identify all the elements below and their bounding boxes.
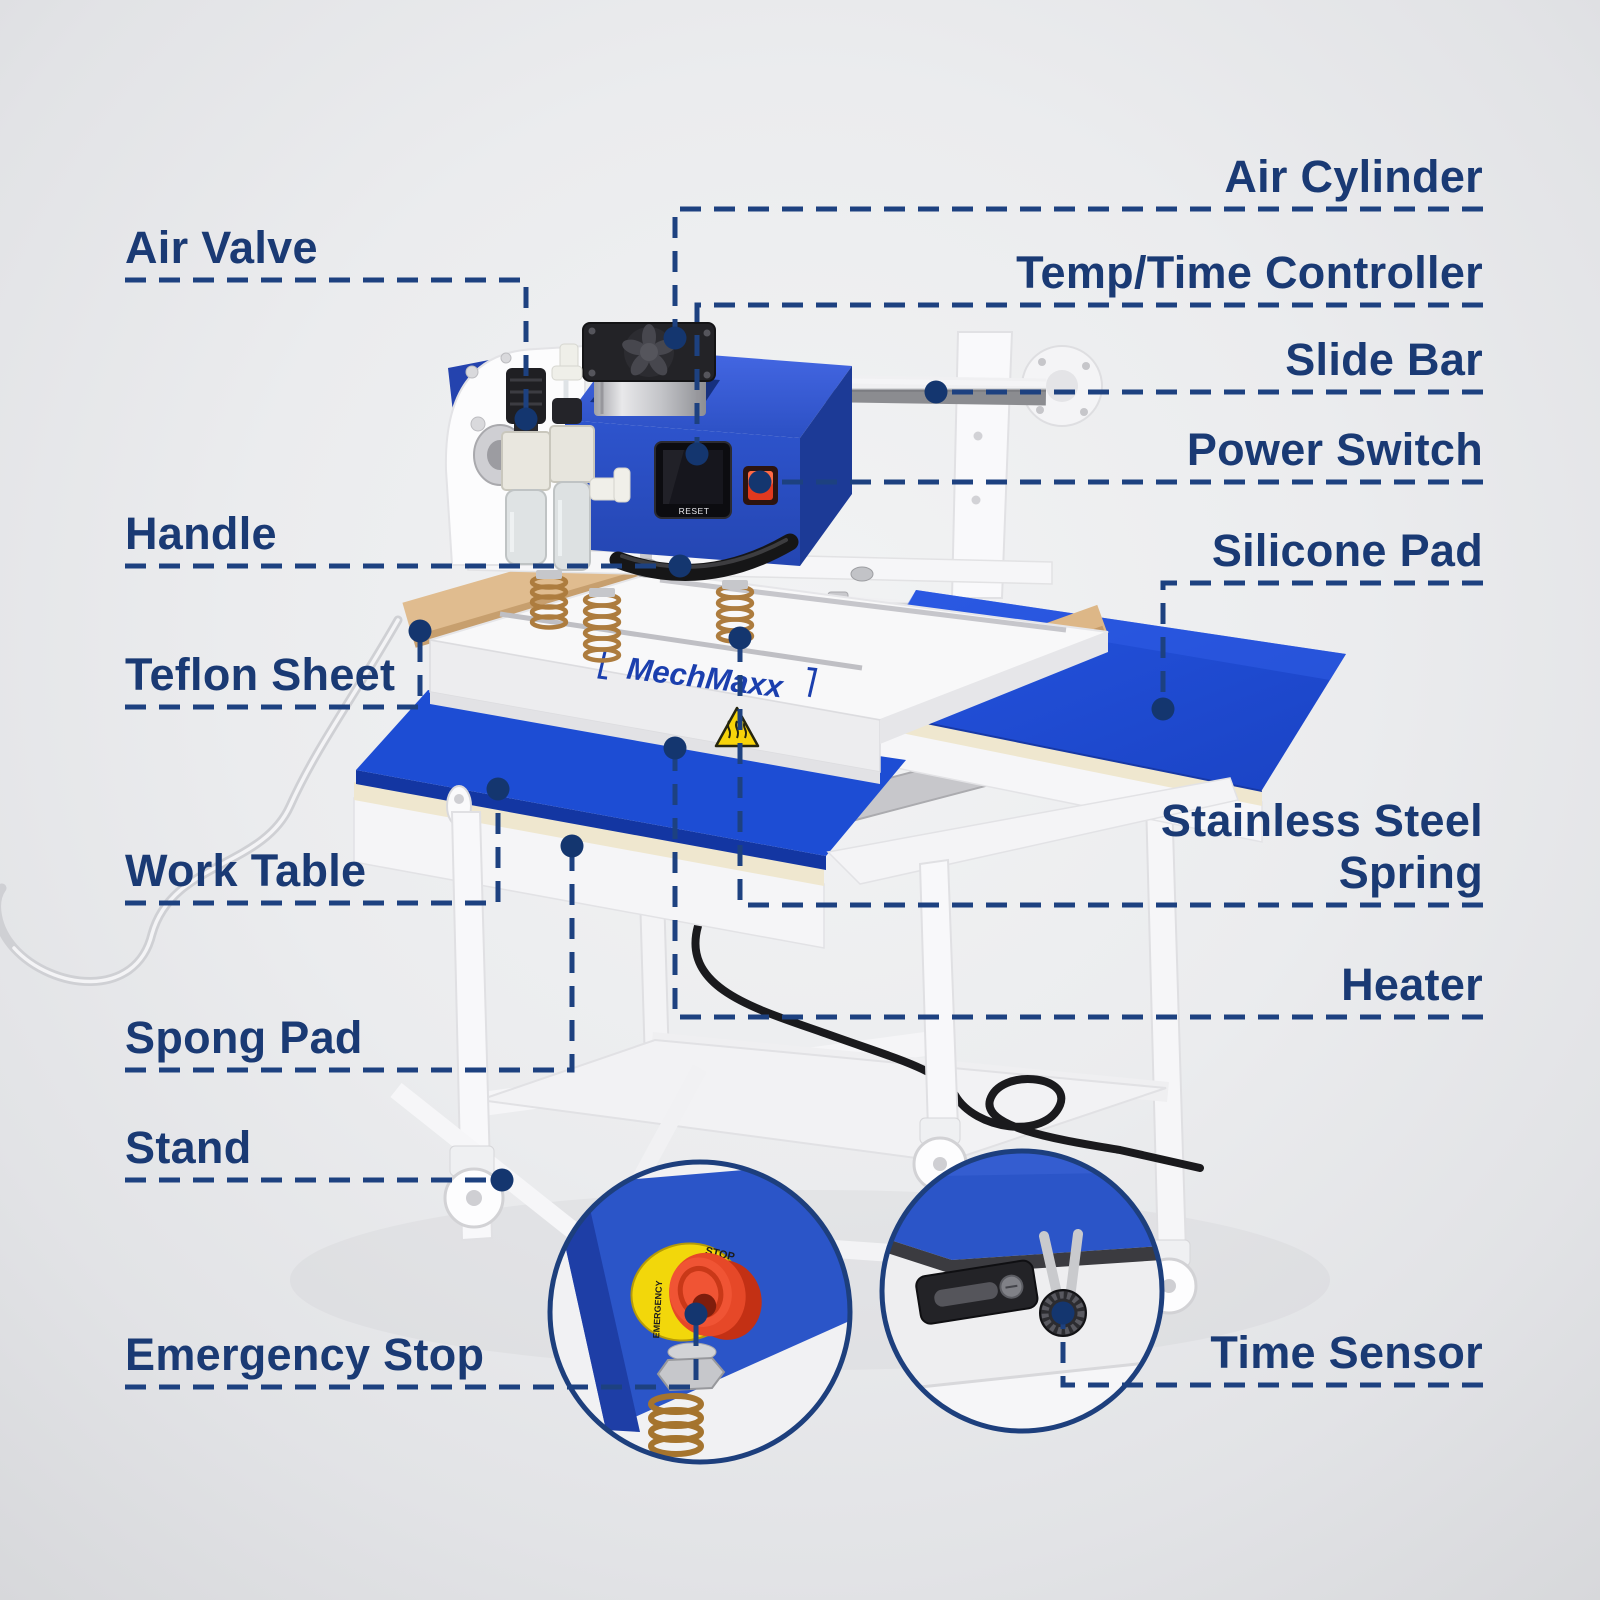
label-time-sensor: Time Sensor xyxy=(1210,1327,1483,1378)
leader-lines xyxy=(125,206,1483,1390)
hot-surface-warning-icon xyxy=(714,706,760,748)
leader-temp-time-controller xyxy=(694,302,1483,449)
head-side xyxy=(800,366,852,566)
label-teflon-sheet: Teflon Sheet xyxy=(125,649,396,700)
leader-work-table xyxy=(125,794,501,906)
air-valve-assembly xyxy=(473,368,631,571)
machine-head: RESET xyxy=(444,322,852,581)
leader-stainless-steel-spring xyxy=(737,645,1483,908)
leader-teflon-sheet xyxy=(125,636,423,710)
leader-dots xyxy=(408,326,1175,1326)
power-cord xyxy=(0,615,403,986)
stainless-steel-spring-coils xyxy=(529,574,755,663)
label-stand: Stand xyxy=(125,1122,252,1173)
leader-air-valve xyxy=(125,277,529,414)
label-air-valve: Air Valve xyxy=(125,222,318,273)
label-heater: Heater xyxy=(1341,959,1483,1010)
label-air-cylinder: Air Cylinder xyxy=(1224,151,1483,202)
caster-front-left xyxy=(443,1145,505,1229)
cooling-fan xyxy=(582,322,716,382)
svg-text:EMERGENCY: EMERGENCY xyxy=(651,1280,664,1338)
emergency-stop-button: STOP EMERGENCY xyxy=(630,1242,762,1342)
sensor-bracket xyxy=(915,1259,1039,1325)
label-spong-pad: Spong Pad xyxy=(125,1012,363,1063)
label-stainless-steel-spring: Stainless Steel Spring xyxy=(1161,795,1483,899)
label-handle: Handle xyxy=(125,508,277,559)
svg-text:RESET: RESET xyxy=(679,506,710,516)
label-emergency-stop: Emergency Stop xyxy=(125,1329,485,1380)
time-sensor-inset xyxy=(879,1148,1165,1434)
label-temp-time-controller: Temp/Time Controller xyxy=(1016,247,1483,298)
table-top-band xyxy=(826,777,1239,885)
leader-air-cylinder xyxy=(672,206,1483,343)
label-power-switch: Power Switch xyxy=(1186,424,1483,475)
label-slide-bar: Slide Bar xyxy=(1285,334,1483,385)
label-silicone-pad: Silicone Pad xyxy=(1211,525,1483,576)
slide-bar-support-arm xyxy=(950,331,1103,599)
air-fitting xyxy=(551,343,583,414)
work-table-pad xyxy=(356,690,906,856)
leader-silicone-pad xyxy=(1160,580,1483,703)
heat-platen: MechMaxx xyxy=(402,536,1109,784)
leader-time-sensor xyxy=(1060,1320,1483,1388)
label-stainless-steel-spring-line2: Spring xyxy=(1338,847,1483,899)
label-stainless-steel-spring-line1: Stainless Steel xyxy=(1160,795,1483,846)
leader-spong-pad xyxy=(125,851,575,1073)
leader-emergency-stop xyxy=(125,1320,699,1390)
label-work-table: Work Table xyxy=(125,845,367,896)
